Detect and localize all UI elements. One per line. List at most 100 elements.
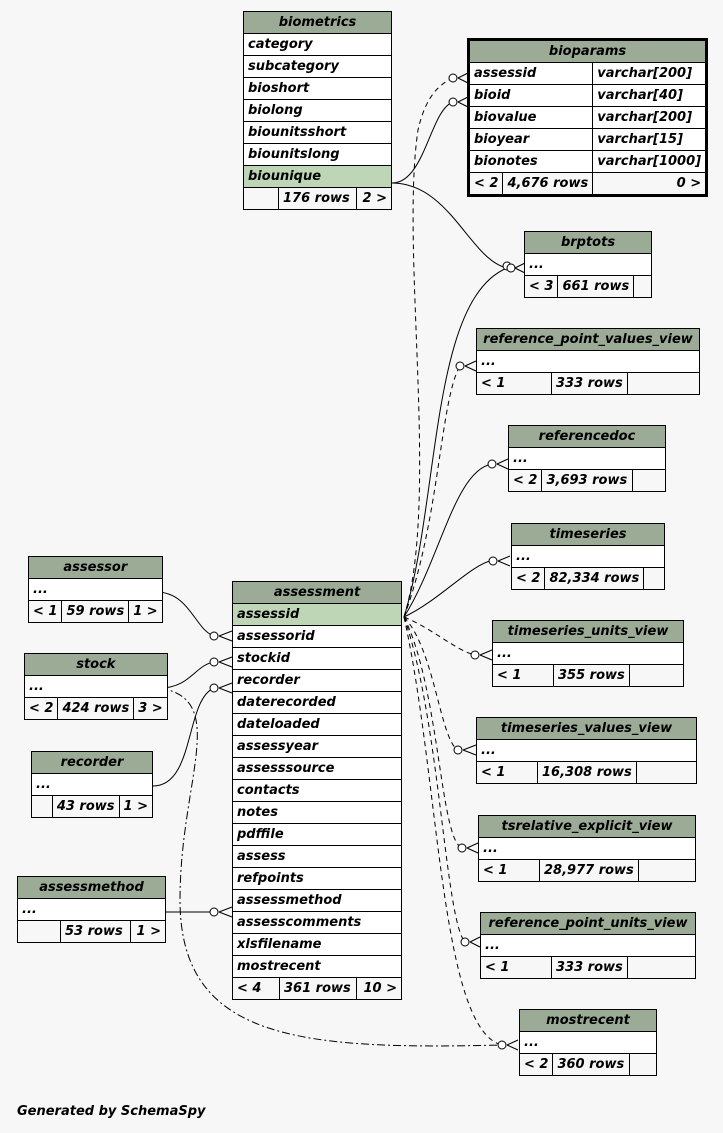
table-title[interactable]: assessment: [232, 581, 402, 604]
table-title[interactable]: brptots: [524, 231, 652, 254]
column-biounique[interactable]: biounique: [243, 165, 392, 188]
children-count[interactable]: 10 >: [356, 977, 402, 1000]
table-title[interactable]: reference_point_units_view: [480, 912, 696, 935]
table-assessor[interactable]: assessor ... < 1 59 rows 1 >: [27, 556, 163, 623]
children-count[interactable]: [643, 567, 665, 590]
children-count[interactable]: [635, 761, 698, 784]
column-ellipsis: ...: [492, 642, 684, 665]
table-brptots[interactable]: brptots ... < 3 661 rows: [523, 231, 652, 298]
parents-count[interactable]: [31, 795, 53, 818]
column-daterecorded[interactable]: daterecorded: [232, 691, 402, 714]
children-count[interactable]: [628, 664, 685, 687]
table-assessment[interactable]: assessment assessid assessorid stockid r…: [232, 581, 402, 1000]
column-refpoints[interactable]: refpoints: [232, 867, 402, 890]
table-tsrelative-explicit-view[interactable]: tsrelative_explicit_view ... < 1 28,977 …: [478, 815, 697, 882]
table-title[interactable]: referencedoc: [508, 425, 666, 448]
column-contacts[interactable]: contacts: [232, 779, 402, 802]
column-category[interactable]: category: [243, 33, 392, 56]
column-bioyear[interactable]: bioyear: [467, 128, 594, 151]
parents-count[interactable]: < 2: [467, 172, 504, 196]
parents-count[interactable]: < 2: [23, 697, 59, 720]
column-assess[interactable]: assess: [232, 845, 402, 868]
table-timeseries-values-view[interactable]: timeseries_values_view ... < 1 16,308 ro…: [476, 717, 698, 784]
parents-count[interactable]: < 1: [476, 761, 538, 784]
column-biounitsshort[interactable]: biounitsshort: [243, 121, 392, 144]
column-biolong[interactable]: biolong: [243, 99, 392, 122]
column-stockid[interactable]: stockid: [232, 647, 402, 670]
column-dateloaded[interactable]: dateloaded: [232, 713, 402, 736]
table-mostrecent[interactable]: mostrecent ... < 2 360 rows: [518, 1009, 657, 1076]
column-bioshort[interactable]: bioshort: [243, 77, 392, 100]
children-count[interactable]: [629, 1053, 657, 1076]
column-assesscomments[interactable]: assesscomments: [232, 911, 402, 934]
table-timeseries-units-view[interactable]: timeseries_units_view ... < 1 355 rows: [492, 620, 685, 687]
column-assessmethod[interactable]: assessmethod: [232, 889, 402, 912]
column-recorder[interactable]: recorder: [232, 669, 402, 692]
column-assessyear[interactable]: assessyear: [232, 735, 402, 758]
column-biovalue[interactable]: biovalue: [467, 106, 594, 129]
column-xlsfilename[interactable]: xlsfilename: [232, 933, 402, 956]
children-count[interactable]: 0 >: [592, 172, 708, 196]
children-count[interactable]: [633, 275, 652, 298]
table-biometrics[interactable]: biometrics category subcategory bioshort…: [243, 11, 392, 210]
table-recorder[interactable]: recorder ... 43 rows 1 >: [31, 751, 154, 818]
parents-count[interactable]: < 2: [510, 567, 546, 590]
parents-count[interactable]: [243, 187, 279, 210]
column-assesssource[interactable]: assesssource: [232, 757, 402, 780]
parents-count[interactable]: < 1: [27, 600, 63, 623]
table-title[interactable]: stock: [24, 653, 168, 676]
parents-count[interactable]: < 1: [478, 859, 540, 882]
column-assessid[interactable]: assessid: [232, 603, 402, 626]
column-bioid[interactable]: bioid: [467, 84, 594, 107]
parents-count[interactable]: < 1: [480, 956, 552, 979]
children-count[interactable]: [632, 469, 666, 492]
children-count[interactable]: 3 >: [133, 697, 168, 720]
column-bionotes[interactable]: bionotes: [467, 150, 594, 173]
column-biounitslong[interactable]: biounitslong: [243, 143, 392, 166]
column-notes[interactable]: notes: [232, 801, 402, 824]
column-mostrecent[interactable]: mostrecent: [232, 955, 402, 978]
column-pdffile[interactable]: pdffile: [232, 823, 402, 846]
parents-count[interactable]: < 2: [507, 469, 543, 492]
edge-assessment-bioparams-assessid: [403, 77, 454, 618]
children-count[interactable]: 1 >: [118, 795, 154, 818]
children-count[interactable]: [626, 372, 701, 395]
column-ellipsis: ...: [476, 350, 700, 373]
parents-count[interactable]: < 3: [523, 275, 559, 298]
table-reference-point-values-view[interactable]: reference_point_values_view ... < 1 333 …: [476, 328, 701, 395]
column-type: varchar[40]: [592, 84, 708, 107]
column-assessorid[interactable]: assessorid: [232, 625, 402, 648]
parents-count[interactable]: < 2: [518, 1053, 554, 1076]
children-count[interactable]: 1 >: [128, 600, 163, 623]
column-assessid[interactable]: assessid: [467, 62, 594, 85]
table-title[interactable]: tsrelative_explicit_view: [478, 815, 696, 838]
table-title[interactable]: bioparams: [467, 39, 708, 63]
children-count[interactable]: 2 >: [356, 187, 392, 210]
table-referencedoc[interactable]: referencedoc ... < 2 3,693 rows: [507, 425, 666, 492]
table-title[interactable]: mostrecent: [519, 1009, 657, 1032]
parents-count[interactable]: < 4: [232, 977, 280, 1000]
edge-assessment-tsrelative: [403, 616, 463, 849]
table-reference-point-units-view[interactable]: reference_point_units_view ... < 1 333 r…: [480, 912, 697, 979]
column-type: varchar[1000]: [592, 150, 708, 173]
table-title[interactable]: timeseries: [511, 523, 665, 546]
table-title[interactable]: reference_point_values_view: [476, 328, 700, 351]
column-subcategory[interactable]: subcategory: [243, 55, 392, 78]
table-stock[interactable]: stock ... < 2 424 rows 3 >: [23, 653, 168, 720]
table-title[interactable]: assessor: [28, 556, 163, 579]
table-title[interactable]: assessmethod: [17, 876, 166, 899]
parents-count[interactable]: [17, 920, 61, 943]
table-title[interactable]: timeseries_units_view: [492, 620, 684, 643]
children-count[interactable]: [637, 859, 697, 882]
table-timeseries[interactable]: timeseries ... < 2 82,334 rows: [510, 523, 665, 590]
table-title[interactable]: biometrics: [243, 11, 392, 34]
children-count[interactable]: 1 >: [130, 920, 166, 943]
table-assessmethod[interactable]: assessmethod ... 53 rows 1 >: [17, 876, 166, 943]
column-ellipsis: ...: [476, 739, 697, 762]
table-title[interactable]: recorder: [31, 751, 153, 774]
children-count[interactable]: [626, 956, 697, 979]
table-title[interactable]: timeseries_values_view: [476, 717, 697, 740]
parents-count[interactable]: < 1: [476, 372, 552, 395]
parents-count[interactable]: < 1: [492, 664, 554, 687]
